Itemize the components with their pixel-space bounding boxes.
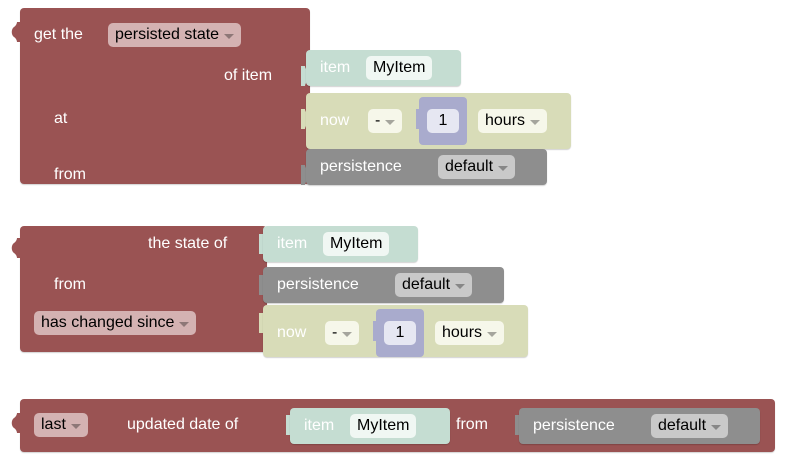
dropdown-persistence-service-1-value: default [445, 158, 494, 175]
item-label: item [304, 417, 335, 434]
dropdown-persistence-service-3[interactable]: default [651, 414, 729, 438]
row-label-at: at [54, 110, 68, 127]
item-name-value: MyItem [357, 417, 410, 434]
persistence-service-label: persistence [533, 417, 615, 434]
block-item-1[interactable]: item MyItem [306, 50, 461, 86]
number-value: 1 [395, 324, 405, 341]
block-state-changed-since[interactable]: the state of from has changed since [11, 226, 269, 352]
row-label-get-the: get the [34, 26, 83, 43]
dropdown-datetime-unit[interactable]: hours [435, 321, 505, 345]
item-name-field[interactable]: MyItem [323, 232, 390, 256]
row-label-updated-date-of: updated date of [127, 416, 239, 433]
row-label-from-2: from [54, 276, 86, 293]
chevron-down-icon [342, 331, 353, 337]
row-label-of-item: of item [224, 67, 273, 84]
dropdown-datetime-operator-value: - [332, 324, 338, 341]
item-name-field[interactable]: MyItem [366, 56, 433, 80]
number-value: 1 [438, 112, 448, 129]
item-label: item [277, 235, 308, 252]
datetime-now-label: now [320, 112, 350, 129]
dropdown-has-changed-since-value: has changed since [41, 314, 175, 331]
dropdown-datetime-unit-value: hours [442, 324, 483, 341]
chevron-down-icon [530, 119, 541, 125]
dropdown-last[interactable]: last [34, 413, 88, 437]
chevron-down-icon [179, 321, 190, 327]
output-connector-icon [11, 22, 21, 42]
dropdown-persistence-service-3-value: default [658, 417, 707, 434]
chevron-down-icon [70, 423, 81, 429]
chevron-down-icon [385, 119, 396, 125]
block-get-persisted-state[interactable]: get the persisted state of item at from [11, 8, 311, 185]
number-input-1[interactable]: 1 [427, 109, 459, 133]
dropdown-last-value: last [41, 416, 66, 433]
dropdown-datetime-unit-value: hours [485, 112, 526, 129]
row-label-the-state-of: the state of [148, 235, 228, 252]
persistence-service-label: persistence [320, 158, 402, 175]
chevron-down-icon [487, 331, 498, 337]
row-label-from: from [54, 166, 86, 183]
block-item-3[interactable]: item MyItem [290, 408, 450, 444]
dropdown-datetime-operator-value: - [375, 112, 381, 129]
persistence-service-label: persistence [277, 276, 359, 293]
chevron-down-icon [224, 33, 235, 39]
block-persistence-service-1[interactable]: persistence default [306, 149, 547, 185]
chevron-down-icon [711, 424, 722, 430]
output-connector-icon [11, 238, 21, 258]
number-input-2[interactable]: 1 [384, 321, 416, 345]
output-connector-icon [11, 413, 21, 433]
dropdown-persisted-state[interactable]: persisted state [108, 23, 242, 47]
item-name-value: MyItem [330, 235, 383, 252]
block-number-2[interactable]: 1 [376, 309, 424, 357]
dropdown-persisted-state-value: persisted state [115, 26, 220, 43]
row-label-from-3: from [456, 416, 488, 433]
datetime-now-label: now [277, 324, 307, 341]
block-persistence-service-2[interactable]: persistence default [263, 267, 504, 303]
item-label: item [320, 59, 351, 76]
block-item-2[interactable]: item MyItem [263, 226, 418, 262]
dropdown-has-changed-since[interactable]: has changed since [34, 311, 197, 335]
chevron-down-icon [498, 165, 509, 171]
item-name-value: MyItem [373, 59, 426, 76]
dropdown-datetime-operator[interactable]: - [368, 109, 403, 133]
block-number-1[interactable]: 1 [419, 97, 467, 145]
chevron-down-icon [455, 283, 466, 289]
dropdown-persistence-service-2-value: default [402, 276, 451, 293]
dropdown-datetime-operator[interactable]: - [325, 321, 360, 345]
block-persistence-service-3[interactable]: persistence default [519, 408, 760, 444]
item-name-field[interactable]: MyItem [350, 414, 417, 438]
dropdown-datetime-unit[interactable]: hours [478, 109, 548, 133]
dropdown-persistence-service-1[interactable]: default [438, 155, 516, 179]
dropdown-persistence-service-2[interactable]: default [395, 273, 473, 297]
